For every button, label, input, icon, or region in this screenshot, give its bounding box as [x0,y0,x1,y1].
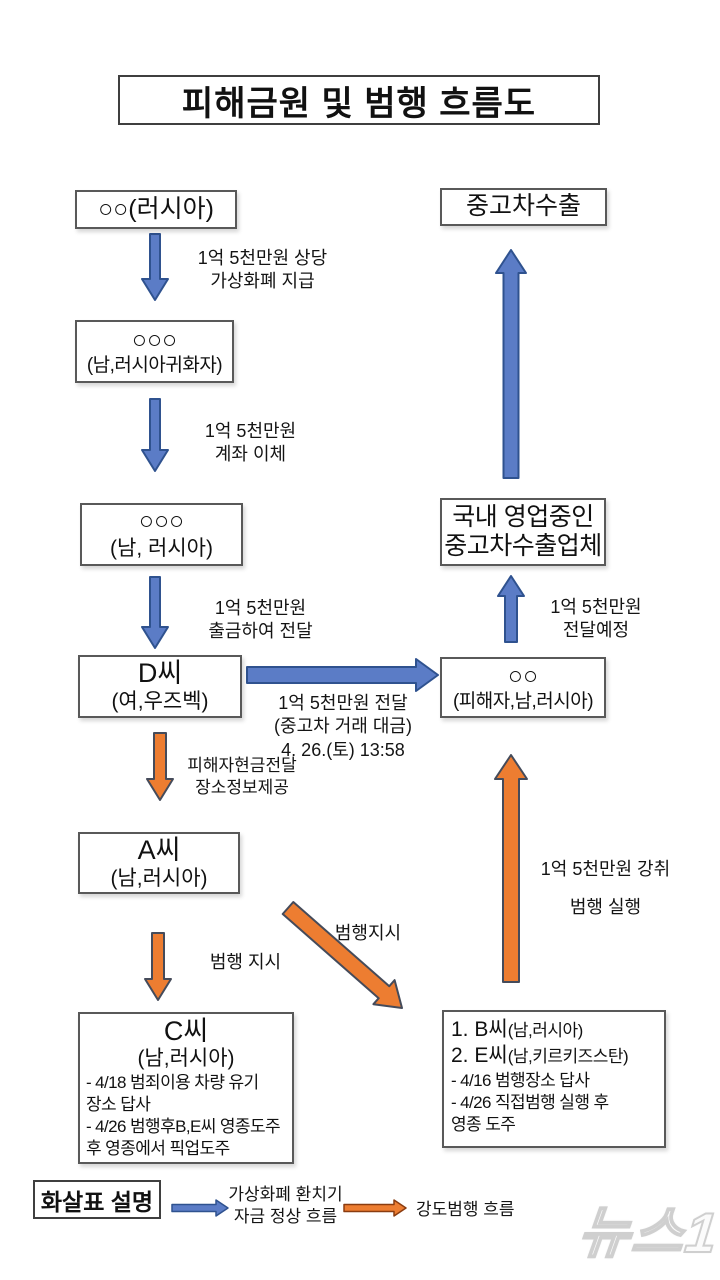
blue-down-arrow-withdraw-icon [141,576,169,649]
label-deliver-cash: 1억 5천만원 전달 (중고차 거래 대금) 4. 26.(토) 13:58 [274,693,412,760]
legend-blue-arrow-icon [171,1199,229,1217]
blue-up-arrow-export-icon [495,249,527,479]
node-be-line-1: 1. B씨(남,러시아) [451,1017,583,1043]
node-a: A씨 (남,러시아) [78,832,240,894]
node-naturalized-name: ○○○ [131,325,178,354]
node-be-detail-3: 영종 도주 [451,1114,516,1134]
label-withdraw-deliver: 1억 5천만원 출금하여 전달 [208,598,313,642]
blue-up-arrow-dealer-icon [497,575,525,643]
node-dealer: 국내 영업중인 중고차수출업체 [440,498,606,566]
label-robbery-amount: 1억 5천만원 강취 [540,859,671,879]
node-russian-male: ○○○ (남, 러시아) [80,503,243,566]
label-crime-order-down: 범행 지시 [209,952,282,972]
legend-blue-label: 가상화폐 환치기 자금 정상 흐름 [228,1185,343,1227]
orange-diagonal-arrow-icon [281,901,403,1009]
node-c: C씨 (남,러시아) - 4/18 범죄이용 차량 유기 장소 답사 - 4/2… [78,1012,294,1164]
orange-up-arrow-rob-icon [494,754,528,983]
node-russia-sender-label: ○○(러시아) [98,194,214,223]
legend-title: 화살표 설명 [33,1180,161,1219]
legend-orange-label: 강도범행 흐름 [416,1200,515,1219]
label-crypto-payment: 1억 5천만원 상당 가상화폐 지급 [197,248,328,292]
node-be-line-2: 2. E씨(남,키르키즈스탄) [451,1043,629,1069]
node-victim: ○○ (피해자,남,러시아) [440,657,606,718]
node-be-line1-info: (남,러시아) [507,1021,584,1040]
node-be-line2-info: (남,키르키즈스탄) [507,1047,629,1067]
node-c-detail-4: 후 영종에서 픽업도주 [86,1139,230,1159]
node-be: 1. B씨(남,러시아) 2. E씨(남,키르키즈스탄) - 4/16 범행장소… [442,1010,666,1148]
node-victim-info: (피해자,남,러시아) [452,691,594,713]
node-c-name: C씨 [163,1015,209,1046]
node-be-detail-1: - 4/16 범행장소 답사 [451,1070,590,1090]
node-c-detail-3: - 4/26 범행후B,E씨 영종도주 [86,1117,281,1137]
node-be-line2-name: 2. E씨 [451,1044,508,1068]
node-be-line1-name: 1. B씨 [451,1018,508,1041]
node-used-car-export-label: 중고차수출 [465,192,581,221]
node-c-detail-2: 장소 답사 [86,1095,151,1115]
node-c-info: (남,러시아) [137,1047,235,1071]
node-d-info: (여,우즈벡) [111,690,209,714]
node-victim-name: ○○ [507,661,539,690]
node-naturalized: ○○○ (남,러시아귀화자) [75,320,234,383]
legend-orange-arrow-icon [343,1199,407,1217]
node-russian-male-name: ○○○ [138,507,185,536]
label-planned-delivery: 1억 5천만원 전달예정 [550,597,642,641]
blue-down-arrow-transfer-icon [141,398,169,472]
node-d: D씨 (여,우즈벡) [78,655,242,718]
node-c-detail-1: - 4/18 범죄이용 차량 유기 [86,1073,259,1093]
node-a-name: A씨 [137,834,181,865]
node-naturalized-info: (남,러시아귀화자) [86,355,223,377]
node-dealer-label: 국내 영업중인 중고차수출업체 [444,502,602,561]
label-crime-execute: 범행 실행 [569,897,642,917]
page-title: 피해금원 및 범행 흐름도 [118,75,600,125]
node-a-info: (남,러시아) [110,866,208,890]
orange-down-arrow-a-icon [144,932,172,1001]
label-victim-cash-info: 피해자현금전달 장소정보제공 [187,756,297,798]
node-russia-sender: ○○(러시아) [75,190,237,229]
node-be-detail-2: - 4/26 직접범행 실행 후 [451,1092,609,1112]
label-crime-order-diag: 범행지시 [334,923,402,943]
node-d-name: D씨 [137,658,183,689]
news1-watermark-logo: 뉴스1 [574,1200,720,1265]
node-used-car-export: 중고차수출 [440,188,607,226]
blue-down-arrow-crypto-icon [141,233,169,301]
blue-right-arrow-deliver-icon [246,658,439,692]
orange-down-arrow-d-icon [146,732,174,801]
label-account-transfer: 1억 5천만원 계좌 이체 [204,421,297,465]
node-russian-male-info: (남, 러시아) [110,536,213,560]
